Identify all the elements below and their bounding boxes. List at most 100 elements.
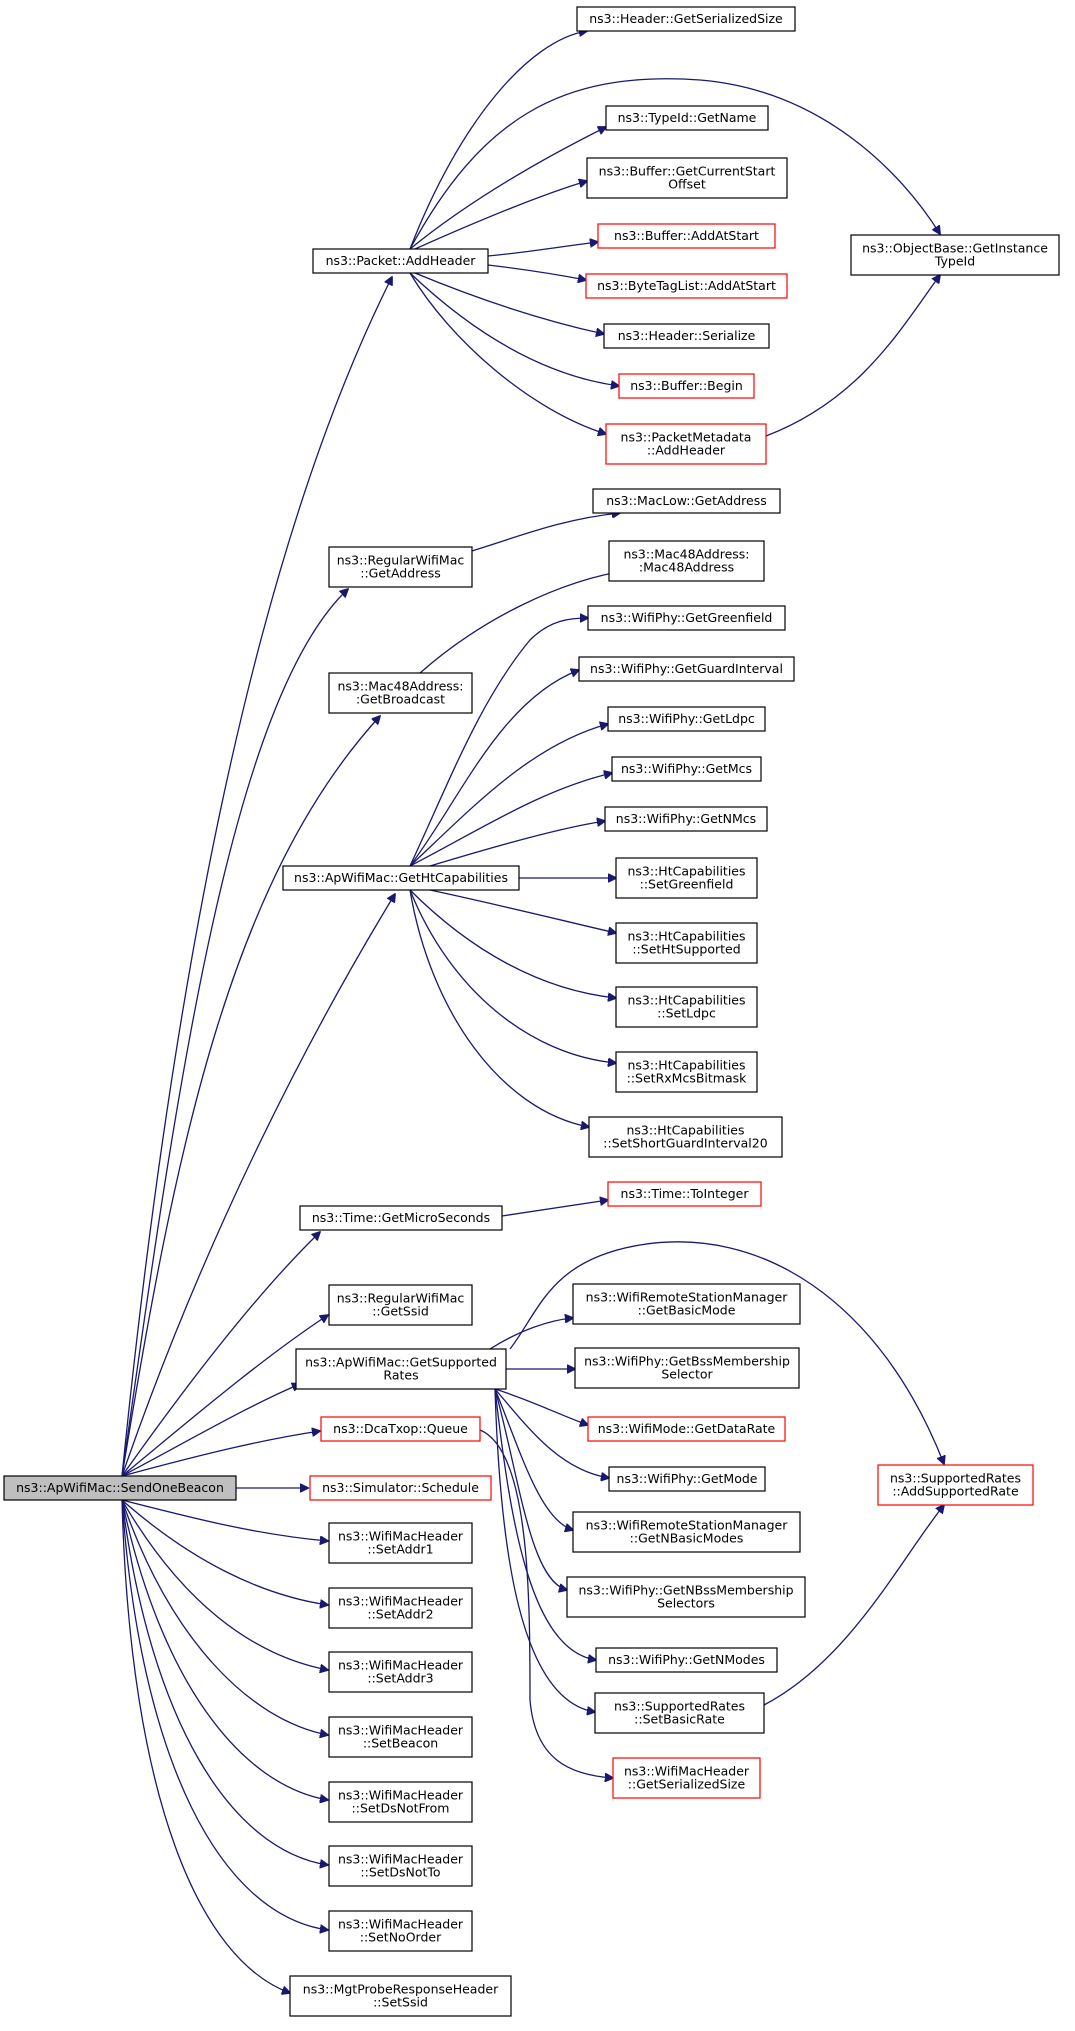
node-box xyxy=(328,1716,473,1758)
node-label: ::GetBasicMode xyxy=(638,1303,736,1318)
node-phy_ldpc[interactable]: ns3::WifiPhy::GetLdpc xyxy=(607,706,766,732)
edge-apwm_getsuprates-to-wrsm_getnbasic xyxy=(494,1388,573,1530)
node-phy_greenfield[interactable]: ns3::WifiPhy::GetGreenfield xyxy=(587,605,786,631)
node-btl_addatstart[interactable]: ns3::ByteTagList::AddAtStart xyxy=(585,273,788,299)
edge-apwm_getht-to-phy_guardint xyxy=(409,670,579,867)
node-box xyxy=(328,1651,473,1693)
node-label: ns3::WifiRemoteStationManager xyxy=(586,1290,789,1305)
node-box xyxy=(607,1181,762,1207)
node-htc_setrxmcs[interactable]: ns3::HtCapabilities::SetRxMcsBitmask xyxy=(615,1051,758,1093)
node-box xyxy=(615,857,758,899)
edge-root-to-wmh_setdsnotto xyxy=(121,1499,328,1865)
node-label: ::GetSsid xyxy=(372,1304,429,1319)
node-wmh_setnoorder[interactable]: ns3::WifiMacHeader::SetNoOrder xyxy=(328,1910,473,1952)
node-rwm_getssid[interactable]: ns3::RegularWifiMac::GetSsid xyxy=(328,1284,473,1326)
node-typeid_getname[interactable]: ns3::TypeId::GetName xyxy=(605,105,769,131)
node-wmh_setdsnotfrom[interactable]: ns3::WifiMacHeader::SetDsNotFrom xyxy=(328,1781,473,1823)
node-wmh_setaddr1[interactable]: ns3::WifiMacHeader::SetAddr1 xyxy=(328,1522,473,1564)
node-wrsm_getbasicmode[interactable]: ns3::WifiRemoteStationManager::GetBasicM… xyxy=(572,1283,801,1325)
node-htc_sethtsupported[interactable]: ns3::HtCapabilities::SetHtSupported xyxy=(615,922,758,964)
node-wmh_setaddr3[interactable]: ns3::WifiMacHeader::SetAddr3 xyxy=(328,1651,473,1693)
node-buf_begin[interactable]: ns3::Buffer::Begin xyxy=(618,373,755,399)
edge-apwm_getht-to-htc_setrxmcs xyxy=(409,889,616,1063)
node-label: ns3::WifiPhy::GetNMcs xyxy=(616,811,756,826)
node-wmh_setdsnotto[interactable]: ns3::WifiMacHeader::SetDsNotTo xyxy=(328,1845,473,1887)
node-label: ns3::WifiPhy::GetLdpc xyxy=(618,711,755,726)
node-mac48_ctor[interactable]: ns3::Mac48Address::Mac48Address xyxy=(608,540,765,582)
node-label: ns3::WifiMacHeader xyxy=(338,1788,464,1803)
node-rwm_getaddress[interactable]: ns3::RegularWifiMac::GetAddress xyxy=(328,546,473,588)
node-label: ns3::RegularWifiMac xyxy=(337,1291,465,1306)
node-dca_queue[interactable]: ns3::DcaTxop::Queue xyxy=(320,1416,481,1442)
node-hdr_getsersize[interactable]: ns3::Header::GetSerializedSize xyxy=(576,6,796,32)
edge-apwm_getsuprates-to-sr_setbasicrate xyxy=(494,1388,595,1712)
node-label: ns3::WifiPhy::GetGreenfield xyxy=(601,610,773,625)
node-box xyxy=(603,323,770,349)
node-htc_setgreenfield[interactable]: ns3::HtCapabilities::SetGreenfield xyxy=(615,857,758,899)
node-label: ns3::WifiMacHeader xyxy=(624,1764,750,1779)
node-wmh_setbeacon[interactable]: ns3::WifiMacHeader::SetBeacon xyxy=(328,1716,473,1758)
node-pm_addheader[interactable]: ns3::PacketMetadata::AddHeader xyxy=(605,423,767,465)
node-time_tointeger[interactable]: ns3::Time::ToInteger xyxy=(607,1181,762,1207)
node-phy_guardint[interactable]: ns3::WifiPhy::GetGuardInterval xyxy=(578,656,795,682)
edge-apwm_getht-to-htc_setsgi20 xyxy=(409,889,589,1127)
node-mgt_setssid[interactable]: ns3::MgtProbeResponseHeader::SetSsid xyxy=(289,1975,512,2017)
edge-apwm_getsuprates-to-phy_getnbssmemsel xyxy=(494,1388,567,1590)
node-apwm_getht[interactable]: ns3::ApWifiMac::GetHtCapabilities xyxy=(282,865,520,891)
node-label: ns3::WifiMacHeader xyxy=(338,1917,464,1932)
node-label: ::SetAddr2 xyxy=(367,1607,433,1622)
node-phy_mcs[interactable]: ns3::WifiPhy::GetMcs xyxy=(611,756,762,782)
node-box xyxy=(618,373,755,399)
node-label: Rates xyxy=(383,1368,418,1383)
node-buf_addatstart[interactable]: ns3::Buffer::AddAtStart xyxy=(597,223,776,249)
node-box xyxy=(608,1466,766,1492)
node-label: ns3::HtCapabilities xyxy=(627,864,745,879)
node-box xyxy=(328,1284,473,1326)
node-pkt_addheader[interactable]: ns3::Packet::AddHeader xyxy=(312,248,489,274)
node-hdr_serialize[interactable]: ns3::Header::Serialize xyxy=(603,323,770,349)
edge-root-to-rwm_getssid xyxy=(121,1315,328,1477)
node-phy_nmcs[interactable]: ns3::WifiPhy::GetNMcs xyxy=(604,806,768,832)
edge-apwm_getsuprates-to-wrsm_getbasicmode xyxy=(489,1318,573,1350)
node-time_getmicro[interactable]: ns3::Time::GetMicroSeconds xyxy=(299,1205,503,1231)
node-label: :Mac48Address xyxy=(639,560,734,575)
node-label: :GetBroadcast xyxy=(356,692,445,707)
node-label: TypeId xyxy=(934,254,975,269)
node-root[interactable]: ns3::ApWifiMac::SendOneBeacon xyxy=(3,1475,237,1501)
node-wrsm_getnbasic[interactable]: ns3::WifiRemoteStationManager::GetNBasic… xyxy=(572,1511,801,1553)
node-phy_getnmodes[interactable]: ns3::WifiPhy::GetNModes xyxy=(595,1647,778,1673)
node-htc_setldpc[interactable]: ns3::HtCapabilities::SetLdpc xyxy=(615,986,758,1028)
node-phy_getmode[interactable]: ns3::WifiPhy::GetMode xyxy=(608,1466,766,1492)
node-label: ::SetDsNotTo xyxy=(360,1865,440,1880)
node-wmode_getdatarate[interactable]: ns3::WifiMode::GetDataRate xyxy=(587,1416,786,1442)
node-maclow_getaddress[interactable]: ns3::MacLow::GetAddress xyxy=(592,488,781,514)
node-htc_setsgi20[interactable]: ns3::HtCapabilities::SetShortGuardInterv… xyxy=(588,1116,783,1158)
node-label: ns3::Mac48Address: xyxy=(623,547,749,562)
node-label: ::SetLdpc xyxy=(657,1006,716,1021)
edge-apwm_getht-to-phy_mcs xyxy=(409,773,612,867)
node-sr_addsupported[interactable]: ns3::SupportedRates::AddSupportedRate xyxy=(877,1464,1034,1506)
node-box xyxy=(594,1692,765,1734)
node-box xyxy=(615,1051,758,1093)
node-wmh_getsersize[interactable]: ns3::WifiMacHeader::GetSerializedSize xyxy=(612,1757,761,1799)
node-label: ns3::HtCapabilities xyxy=(627,929,745,944)
node-label: ns3::WifiPhy::GetBssMembership xyxy=(584,1354,790,1369)
node-sr_setbasicrate[interactable]: ns3::SupportedRates::SetBasicRate xyxy=(594,1692,765,1734)
node-wmh_setaddr2[interactable]: ns3::WifiMacHeader::SetAddr2 xyxy=(328,1587,473,1629)
edge-root-to-wmh_setnoorder xyxy=(121,1499,328,1930)
edge-pkt_addheader-to-typeid_getname xyxy=(409,127,606,250)
node-box xyxy=(576,6,796,32)
node-label: ns3::ApWifiMac::GetSupported xyxy=(305,1355,497,1370)
node-label: ::AddSupportedRate xyxy=(892,1484,1019,1499)
node-mac48_getbroadcast[interactable]: ns3::Mac48Address::GetBroadcast xyxy=(328,672,473,714)
node-sim_schedule[interactable]: ns3::Simulator::Schedule xyxy=(309,1475,492,1501)
node-label: ns3::Mac48Address: xyxy=(337,679,463,694)
node-label: ::SetShortGuardInterval20 xyxy=(603,1136,767,1151)
node-box xyxy=(608,540,765,582)
node-box xyxy=(574,1347,800,1389)
